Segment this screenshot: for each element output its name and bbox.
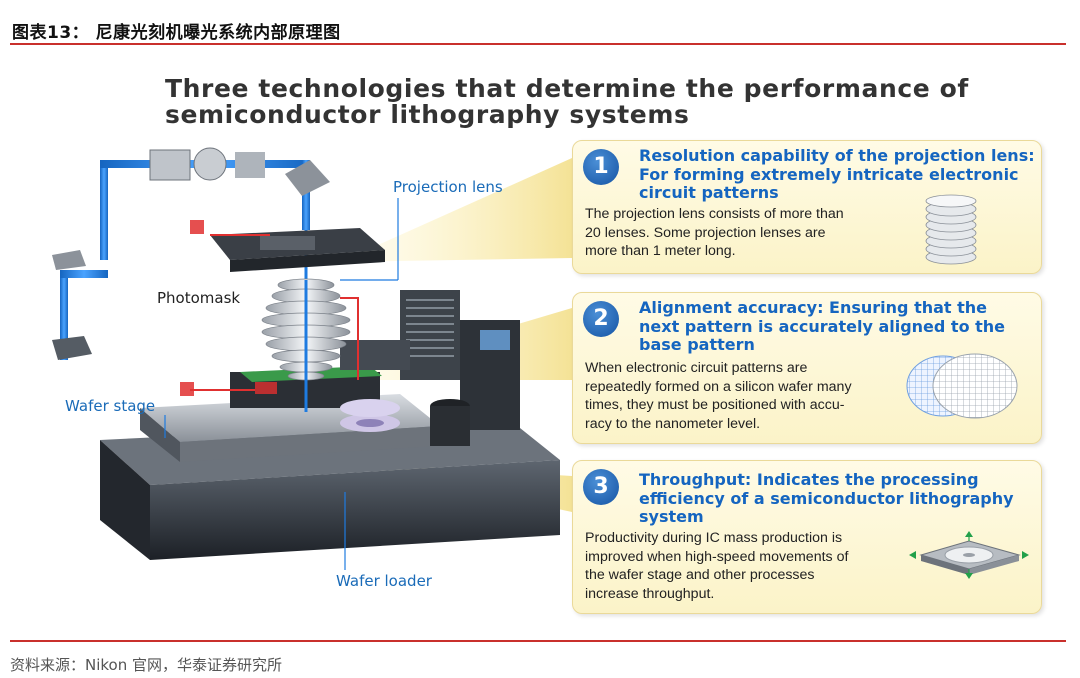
page-title: 图表13： 尼康光刻机曝光系统内部原理图: [12, 23, 341, 43]
panel-title-line: circuit patterns: [639, 183, 779, 202]
panel-title: Alignment accuracy: Ensuring that the ne…: [639, 298, 1039, 355]
panel-body-line: times, they must be positioned with accu…: [585, 397, 845, 413]
panel-description: Productivity during IC mass production i…: [585, 529, 848, 603]
panel-body-line: improved when high-speed movements of: [585, 548, 849, 565]
panel-title-line: efficiency of a semiconductor lithograph…: [639, 488, 1014, 508]
panel-title: Resolution capability of the projection …: [639, 146, 1039, 203]
panel-title-line: Resolution capability of the projection …: [639, 146, 1035, 165]
wafer-stage-label: Wafer stage: [65, 397, 156, 415]
source-note: 资料来源：Nikon 官网，华泰证券研究所: [10, 656, 282, 674]
panel-body-line: The projection lens consists of more tha…: [585, 206, 844, 222]
bottom-divider: [10, 640, 1066, 642]
lens-stack-icon: [925, 194, 977, 265]
panel-number-badge: 3: [583, 469, 619, 505]
panel-title-line: Alignment accuracy: Ensuring that the: [639, 298, 988, 317]
diagram-headline: Three technologies that determine the pe…: [165, 76, 969, 128]
panel-title-line: base pattern: [639, 335, 755, 354]
technology-panel-3: 3 Throughput: Indicates the processing e…: [572, 460, 1042, 614]
top-divider: [10, 43, 1066, 45]
technology-panel-1: 1 Resolution capability of the projectio…: [572, 140, 1042, 274]
headline-line-1: Three technologies that determine the pe…: [165, 74, 969, 103]
panel-description: The projection lens consists of more tha…: [585, 205, 844, 261]
panel-title-line: next pattern is accurately aligned to th…: [639, 316, 1006, 336]
wafer-stage-movement-icon: [909, 531, 1029, 579]
panel-number-badge: 2: [583, 301, 619, 337]
panel-title-line: For forming extremely intricate electron…: [639, 164, 1019, 184]
panel-title-line: Throughput: Indicates the processing: [639, 470, 979, 489]
wafer-alignment-icon: [906, 353, 1018, 419]
panel-body-line: 20 lenses. Some projection lenses are: [585, 224, 826, 241]
panel-body-line: repeatedly formed on a silicon wafer man…: [585, 378, 852, 395]
panel-body-line: Productivity during IC mass production i…: [585, 530, 843, 546]
panel-number-badge: 1: [583, 149, 619, 185]
projection-lens-label: Projection lens: [393, 178, 503, 196]
technology-panel-2: 2 Alignment accuracy: Ensuring that the …: [572, 292, 1042, 444]
panel-title: Throughput: Indicates the processing eff…: [639, 470, 1039, 527]
panel-body-line: the wafer stage and other processes: [585, 567, 815, 583]
panel-body-line: more than 1 meter long.: [585, 243, 736, 259]
panel-body-line: racy to the nanometer level.: [585, 415, 761, 432]
wafer-loader-label: Wafer loader: [336, 572, 432, 590]
photomask-label: Photomask: [157, 289, 241, 307]
lithography-machine-illustration: [52, 147, 572, 570]
panel-title-line: system: [639, 507, 704, 526]
headline-line-2: semiconductor lithography systems: [165, 100, 690, 129]
panel-body-line: When electronic circuit patterns are: [585, 360, 808, 376]
panel-description: When electronic circuit patterns are rep…: [585, 359, 852, 433]
panel-body-line: increase throughput.: [585, 585, 715, 602]
